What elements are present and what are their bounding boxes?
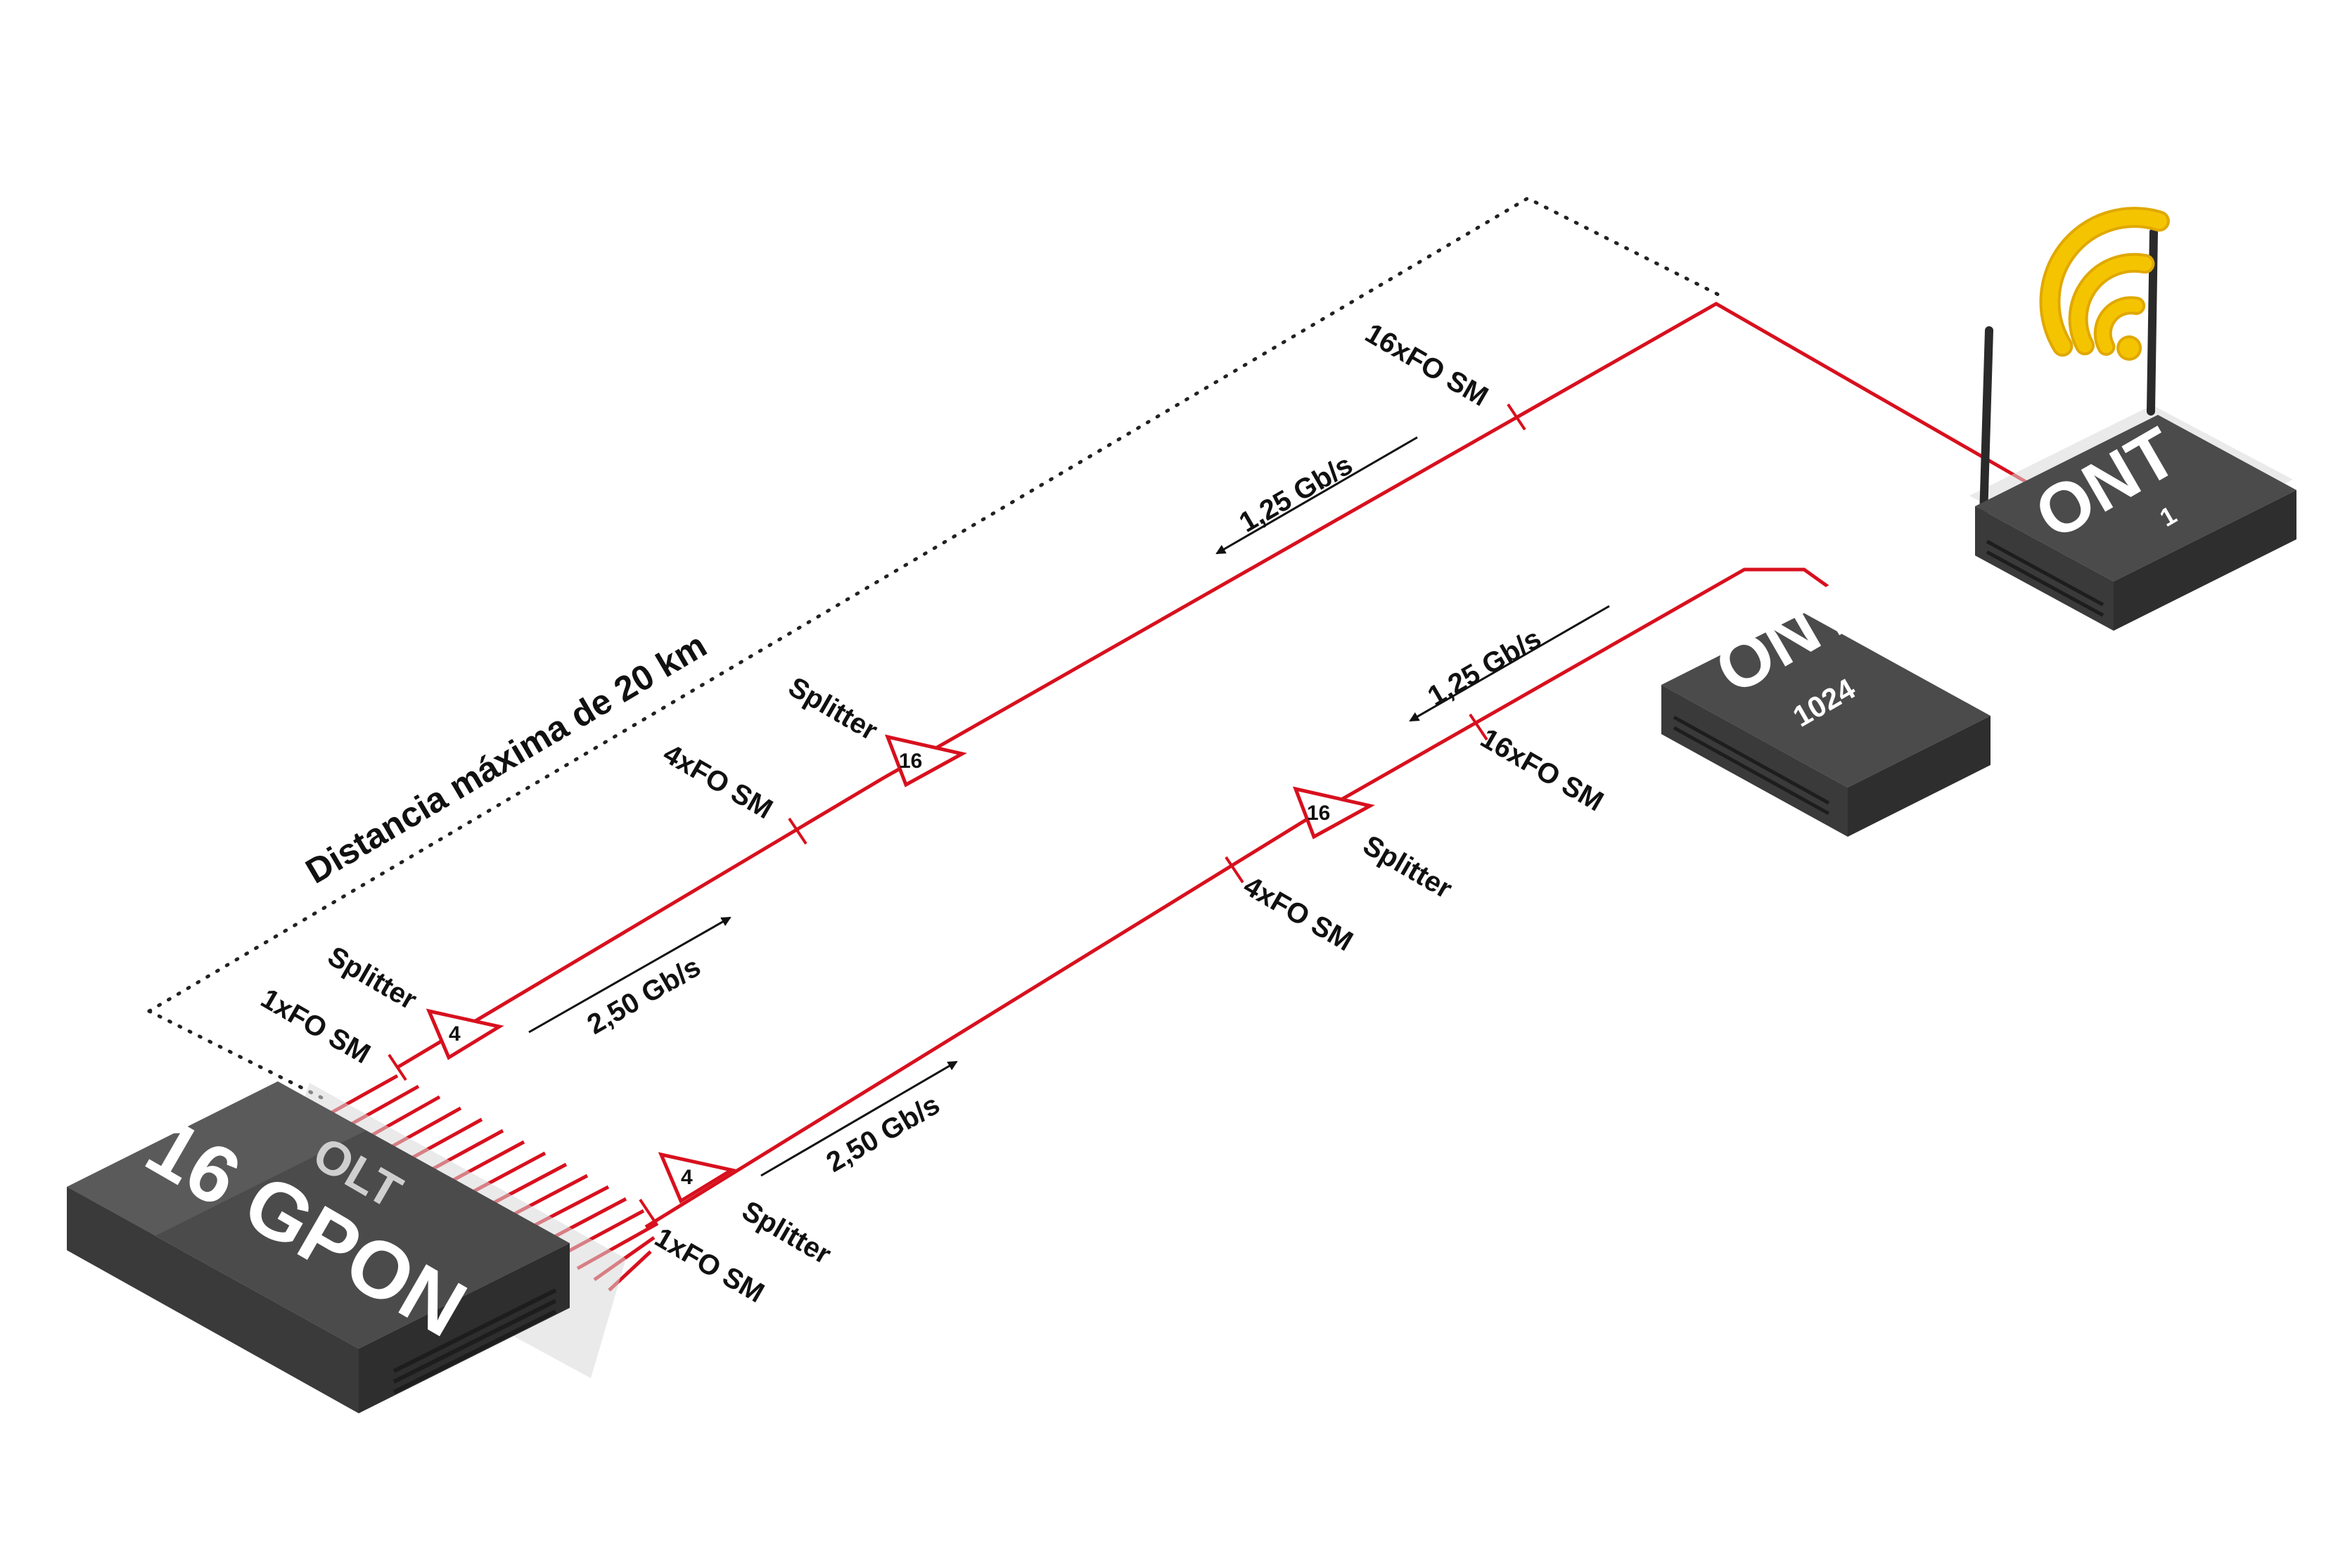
fiber-label-16x-upper: 16xFO SM — [1360, 318, 1493, 413]
fiber-cut-mark — [1469, 713, 1488, 741]
fiber-cut-mark — [788, 817, 807, 845]
splitter-label: Splitter — [323, 941, 422, 1016]
splitter-label: Splitter — [784, 671, 883, 747]
splitter-upper-4: 4 — [426, 1008, 504, 1060]
rate-label-down-upper: 2,50 Gb/s — [582, 951, 706, 1041]
svg-text:4: 4 — [681, 1166, 693, 1189]
fiber-label-1x-lower: 1xFO SM — [650, 1222, 769, 1309]
fiber-cut-mark — [388, 1053, 407, 1081]
splitter-upper-16: 16 — [884, 734, 967, 788]
distance-label: Distancia máxima de 20 km — [299, 625, 713, 891]
svg-text:16: 16 — [1307, 802, 1330, 825]
arrow-upstream-upper — [1215, 436, 1418, 555]
splitter-lower-4: 4 — [658, 1152, 736, 1204]
splitter-label: Splitter — [1358, 830, 1457, 905]
splitter-lower-16: 16 — [1292, 786, 1375, 840]
arrow-upstream-lower — [1409, 605, 1610, 722]
svg-text:4: 4 — [449, 1022, 461, 1046]
splitter-label: Splitter — [737, 1195, 836, 1271]
ont-1-device: ONT 1 — [1969, 207, 2296, 631]
olt-device: OLT 16 GPON — [67, 1081, 626, 1413]
rate-label-up-upper: 1,25 Gb/s — [1234, 449, 1358, 539]
fiber-cut-mark — [639, 1198, 658, 1226]
lower-fiber-route — [639, 567, 1830, 1229]
arrow-downstream-upper — [528, 916, 731, 1034]
ont-1024-device: ONT 1024 — [1661, 567, 1991, 837]
arrow-downstream-lower — [760, 1060, 958, 1177]
fiber-label-1x-upper: 1xFO SM — [256, 983, 376, 1070]
svg-text:16: 16 — [899, 750, 922, 773]
fiber-cut-mark — [1507, 403, 1526, 431]
fiber-label-16x-lower: 16xFO SM — [1476, 723, 1609, 818]
rate-label-down-lower: 2,50 Gb/s — [822, 1089, 945, 1178]
rate-label-up-lower: 1,25 Gb/s — [1423, 623, 1547, 712]
fiber-label-4x-lower: 4xFO SM — [1239, 870, 1358, 958]
fiber-cut-mark — [1225, 856, 1244, 884]
fiber-label-4x-upper: 4xFO SM — [658, 738, 778, 825]
wifi-icon — [2039, 207, 2170, 361]
